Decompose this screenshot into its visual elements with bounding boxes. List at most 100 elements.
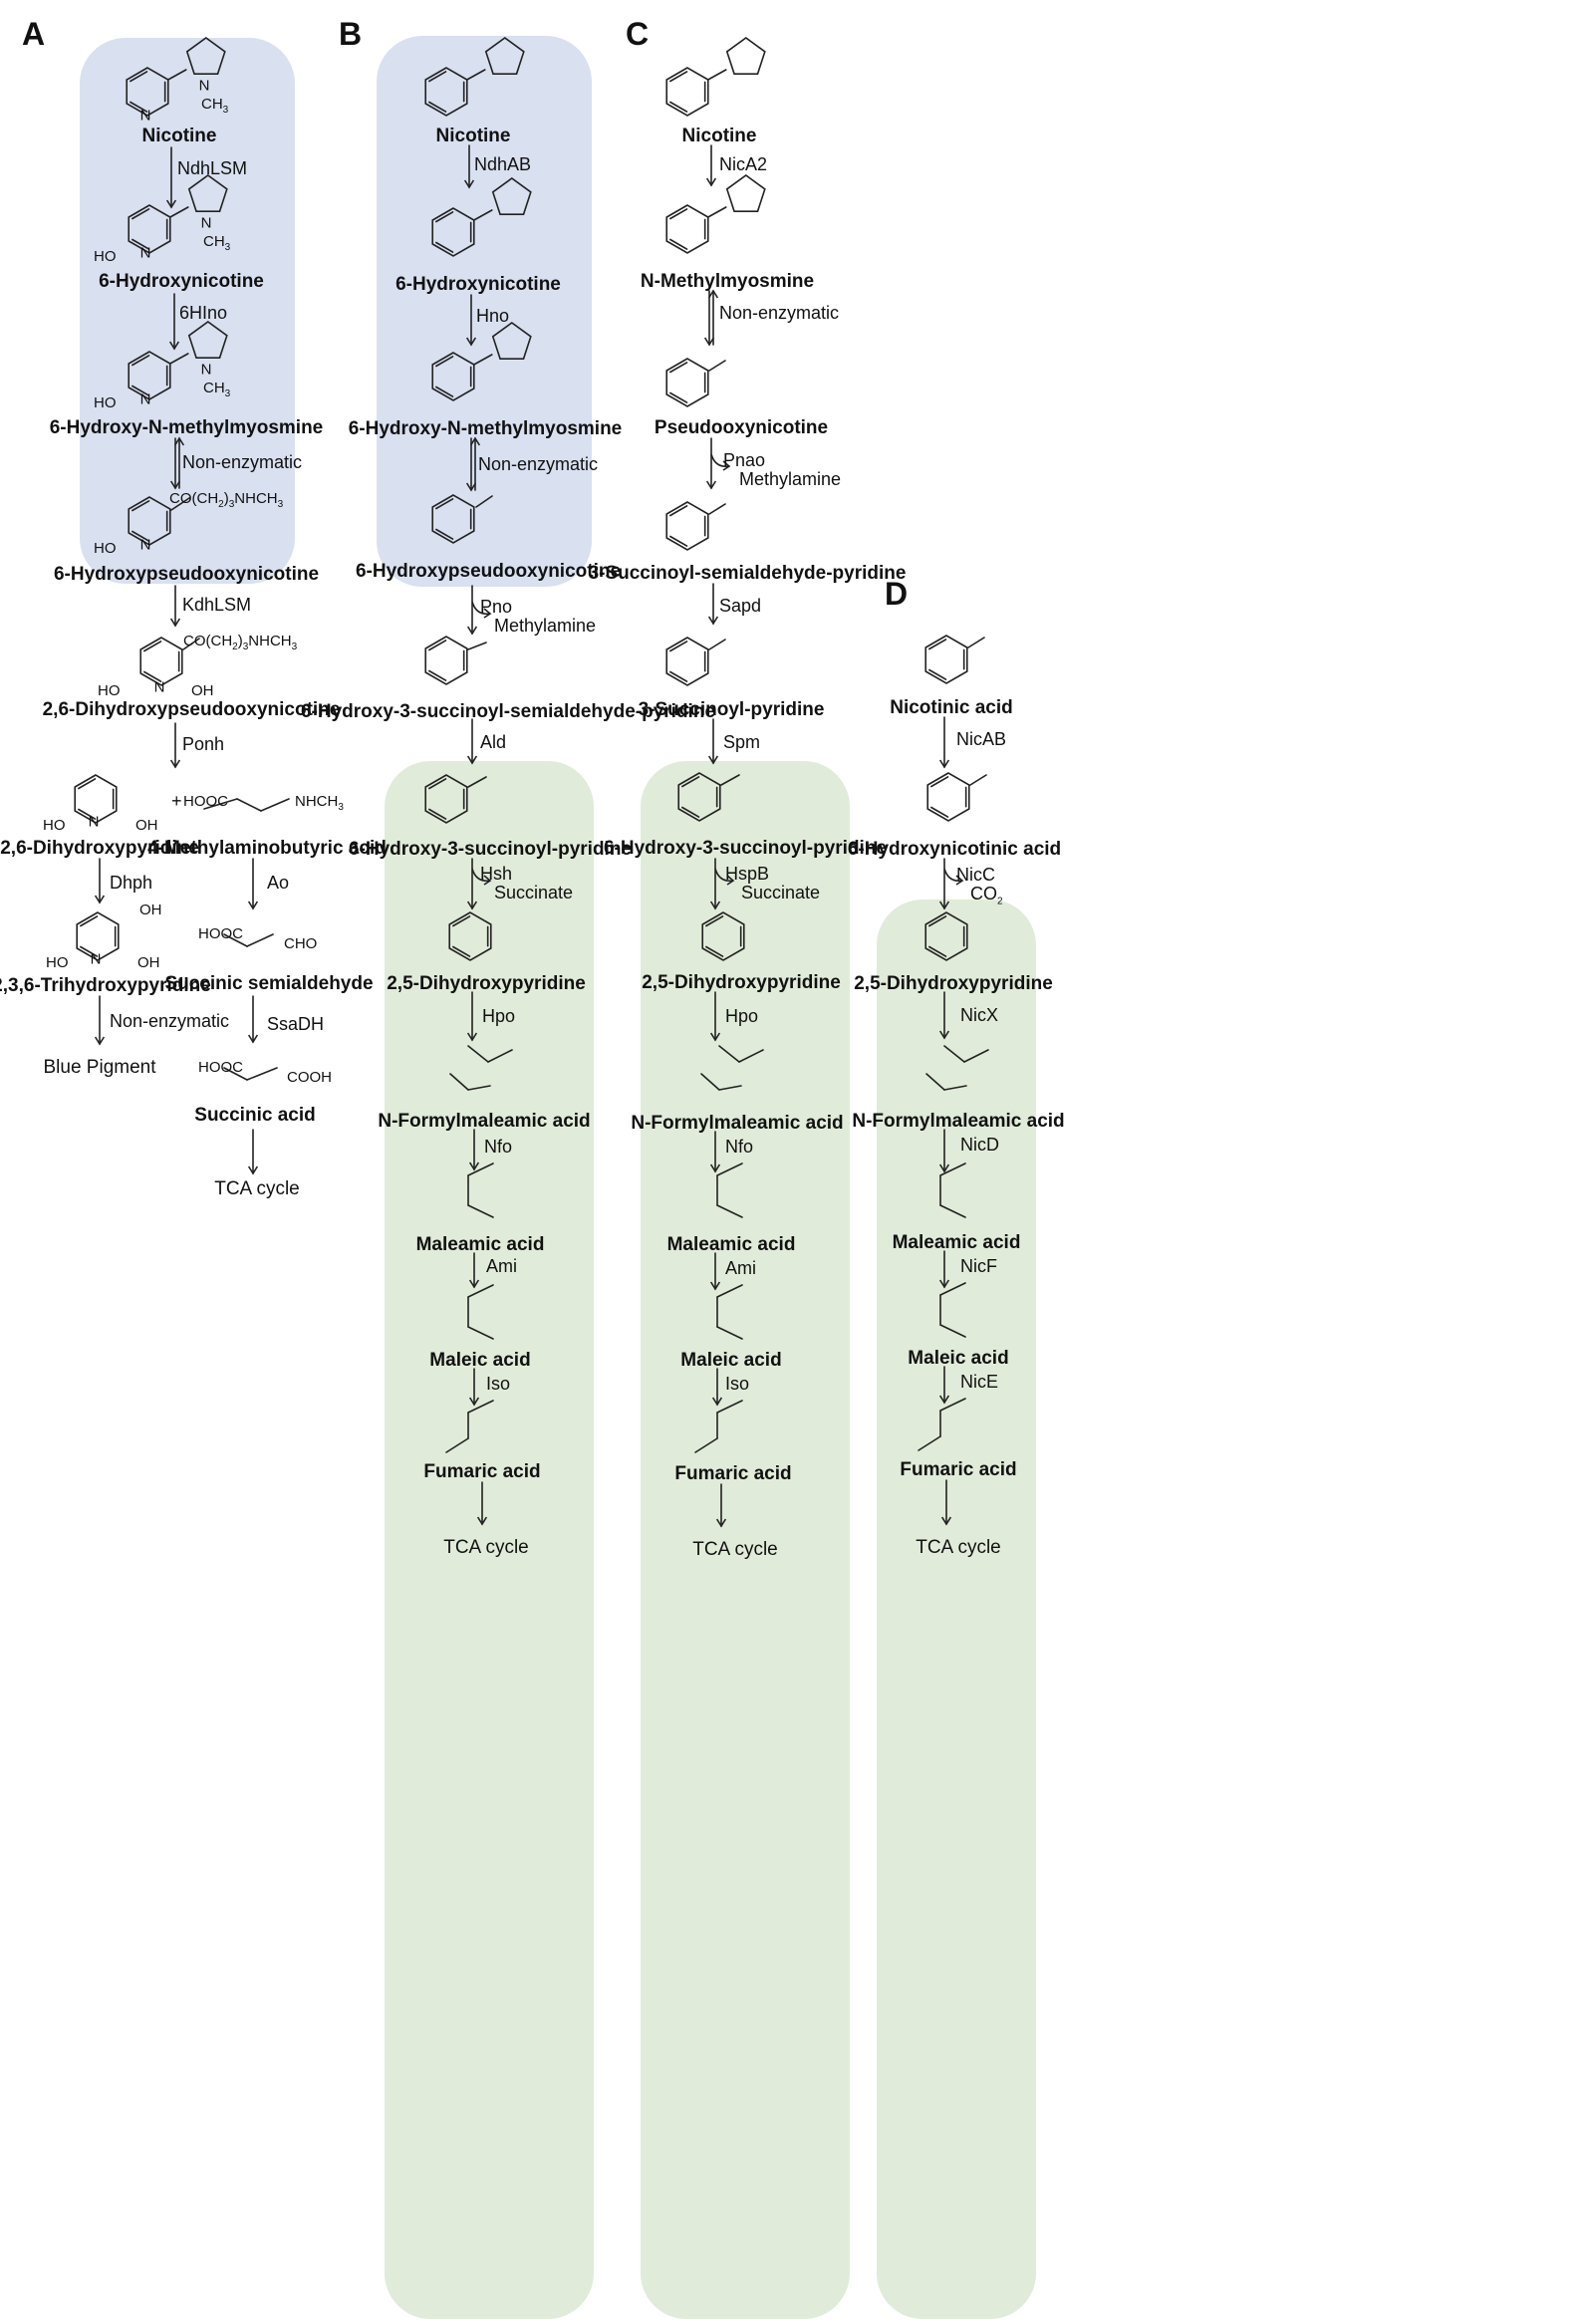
bond-line [465,69,486,81]
panel-b-upper-group [377,36,592,587]
enzyme-label: Ald [480,732,507,752]
arrow-head [165,199,177,209]
double-bond [669,101,688,113]
substituent-label: HOOC [198,925,243,942]
bond-line [475,495,493,508]
double-bond [428,669,447,681]
arrow-head [169,759,181,769]
compound-label: Fumaric acid [423,1461,541,1482]
substituent-label: HOOC [198,1059,243,1076]
pyrrolidine-ring [491,322,532,360]
bond-line [738,1049,764,1063]
byproduct-arrow [714,868,734,883]
atom-label: N [90,950,102,968]
bond-line [467,1162,494,1176]
bond-line [223,1067,248,1081]
byproduct-label: Succinate [494,883,574,903]
byproduct-label: Methylamine [739,469,842,489]
bond-line [449,1073,469,1091]
compound-label: Pseudooxynicotine [654,417,829,438]
bond-line [467,776,487,788]
double-bond [669,208,688,220]
compound-label: 2,5-Dihydroxypyridine [854,973,1053,994]
double-bond [681,806,700,818]
bond-line [969,774,987,786]
end-product-label: TCA cycle [916,1537,1001,1558]
enzyme-label: KdhLSM [182,595,252,615]
bond-line [943,1045,965,1063]
bond-line [925,1073,945,1091]
enzyme-label: Iso [725,1374,750,1394]
double-bond [435,356,454,368]
enzyme-label: Ponh [182,734,225,754]
arrow-head [465,337,477,347]
double-bond [669,362,688,374]
compound-label: Maleamic acid [415,1234,545,1255]
compound-label: 2,5-Dihydroxypyridine [642,972,841,993]
double-bond [143,641,162,652]
bond-line [716,1400,743,1414]
double-bond [681,776,700,788]
arrow-head [173,436,185,446]
arrow-head [709,1281,721,1291]
enzyme-label: Spm [723,732,761,752]
substituent-label: OH [139,902,162,918]
compound-label: 2,6-Dihydroxypyridine [0,838,199,859]
bond-line [918,1435,941,1451]
pyridine-ring [424,774,468,824]
compound-label: 3-Succinoyl-pyridine [638,699,825,720]
arrow-head [938,901,950,910]
double-bond [435,241,454,253]
double-bond [131,208,150,220]
bond-line [708,503,726,515]
bond-line [246,1067,278,1081]
substituent-label: CHO [284,935,318,952]
pyridine-ring [701,911,745,961]
enzyme-label: SsaDH [267,1014,325,1034]
compound-label: 6-Hydroxy-3-succinoyl-semialdehyde-pyrid… [300,701,716,722]
compound-label: N-Methylmyosmine [640,271,815,292]
double-bond [705,915,724,927]
substituent-label: HO [98,682,121,699]
double-bond [928,945,947,957]
double-bond [143,670,162,682]
double-bond [669,535,688,547]
byproduct-arrow [471,868,491,883]
bond-line [708,360,726,372]
bond-line [472,354,493,366]
compound-label: 6-Hydroxynicotine [395,274,561,295]
bond-line [716,1204,743,1218]
double-bond [930,806,949,818]
pyrrolidine-ring [725,37,766,75]
double-bond [452,945,471,957]
bond-line [716,1162,743,1176]
bond-line [236,798,262,812]
double-bond [669,71,688,83]
bond-line [467,642,487,650]
compound-label: 4-Methylaminobutyric acid [147,838,387,859]
enzyme-label: Non-enzymatic [478,454,599,474]
double-bond [131,500,150,512]
pyridine-ring [424,636,468,685]
pyridine-ring [924,911,968,961]
panel-c-lower-group [641,761,850,2319]
double-bond [428,101,447,113]
enzyme-label: NicE [960,1372,999,1392]
compound-label: N-Formylmaleamic acid [378,1111,591,1132]
double-bond [669,670,688,682]
pyridine-ring [76,911,120,961]
enzyme-label: 6HIno [179,303,228,323]
enzyme-label: NicAB [956,729,1007,749]
compound-label: 6-Hydroxypseudooxynicotine [53,564,320,585]
substituent-label: CO(CH2)3NHCH3 [169,490,284,510]
bond-line [694,1437,718,1453]
bond-line [718,1085,742,1091]
double-bond [435,528,454,540]
atom-label: N [139,390,151,408]
panel-b-lower-group [385,761,594,2319]
double-bond [928,915,947,927]
arrow-head [705,480,717,490]
substituent-label: HO [94,540,117,557]
pyridine-ring [448,911,492,961]
